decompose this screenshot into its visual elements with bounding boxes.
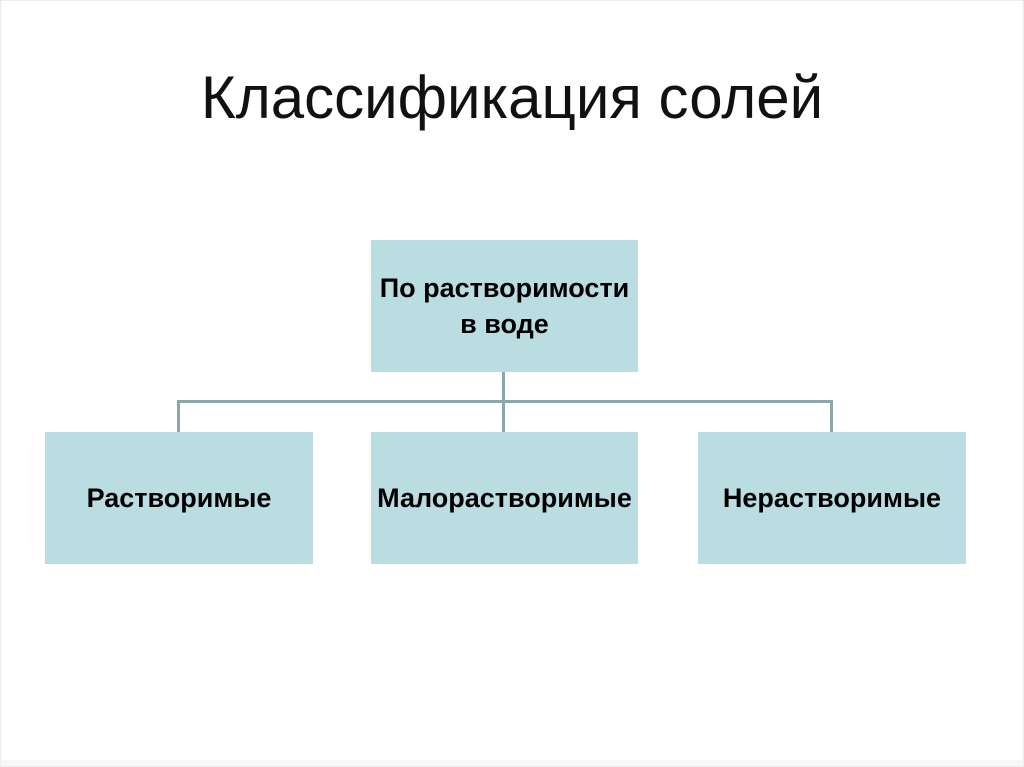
slide-bottom-edge (1, 760, 1023, 766)
node-insoluble-label: Нерастворимые (722, 482, 942, 513)
slide-title: Классификация солей (200, 64, 824, 131)
node-insoluble: Нерастворимые (698, 432, 966, 564)
connector-drop-right (830, 400, 833, 432)
node-slightly-soluble-label: Малорастворимые (377, 482, 632, 513)
connector-drop-left (177, 400, 180, 432)
connector-horizontal (177, 400, 833, 403)
node-solubility-root-label: По растворимости в воде (379, 272, 630, 339)
node-slightly-soluble: Малорастворимые (371, 432, 638, 564)
node-soluble: Растворимые (45, 432, 313, 564)
node-solubility-root: По растворимости в воде (371, 240, 638, 372)
node-soluble-label: Растворимые (86, 482, 272, 513)
